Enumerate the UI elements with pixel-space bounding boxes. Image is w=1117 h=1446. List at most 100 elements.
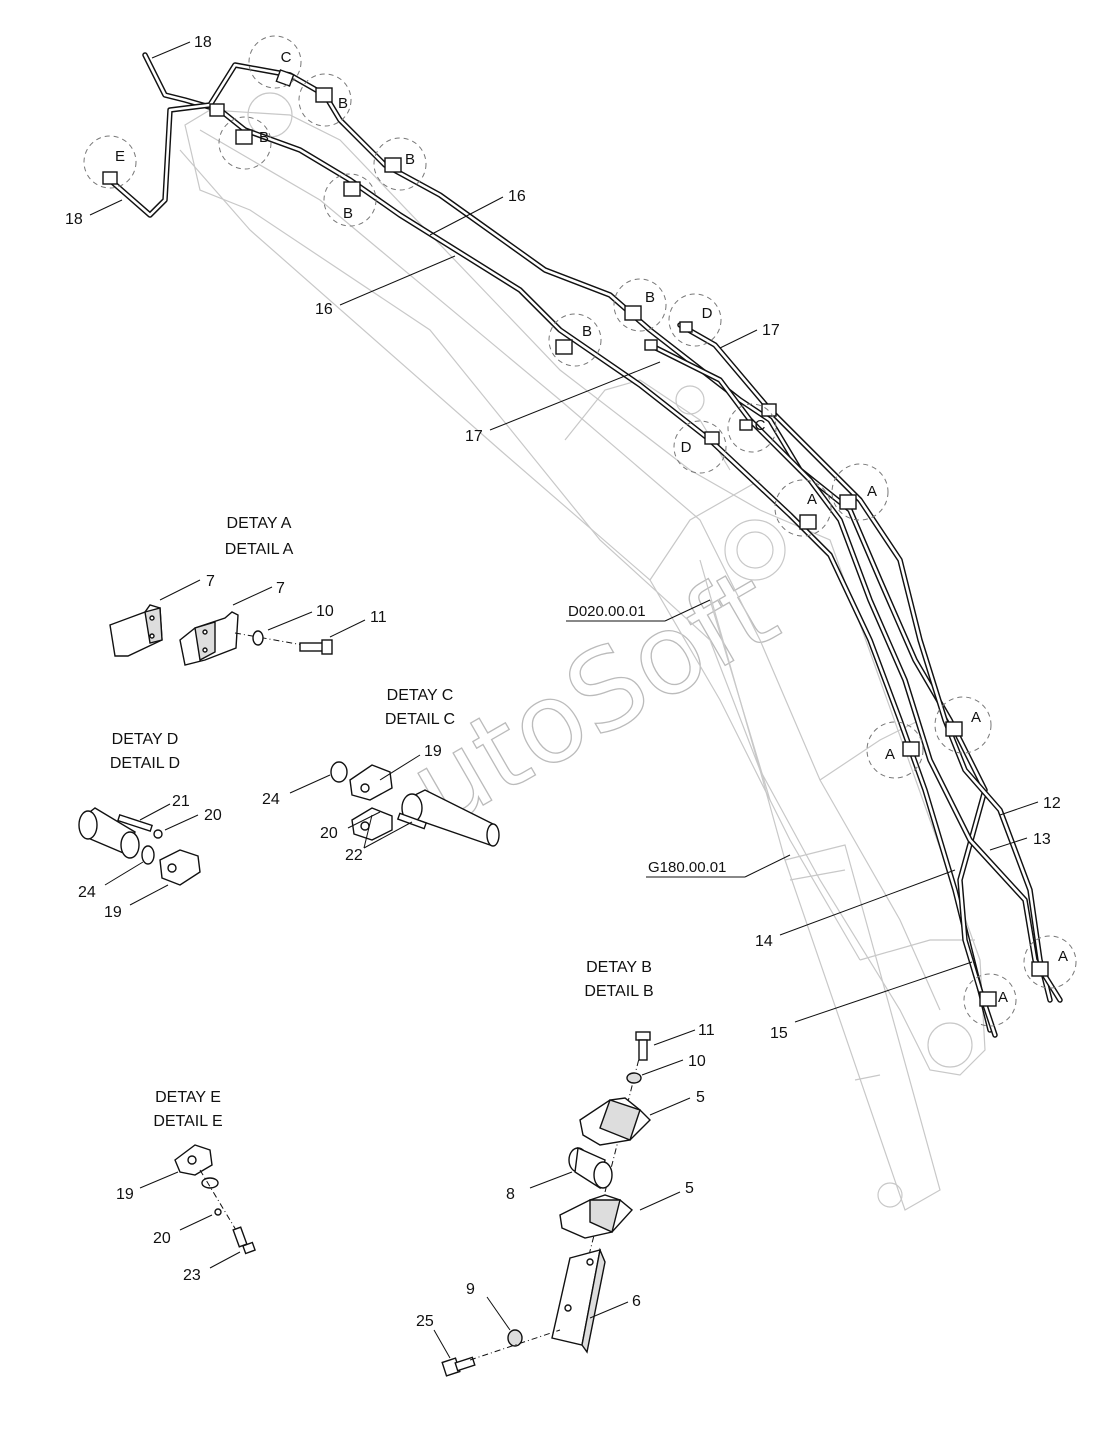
bracket-6-b: [551, 1247, 606, 1354]
callout-13: 13: [1033, 831, 1051, 848]
pipe-clamps: [102, 69, 1049, 1007]
main-callouts: 18 18 16 16 17 17 12 13 14 15: [65, 34, 1061, 1042]
o-ring-e: [201, 1177, 219, 1189]
detail-circle-e: E: [83, 135, 137, 189]
callout-12: 12: [1043, 795, 1061, 812]
callout-7-left: 7: [206, 573, 215, 590]
callout-10-a: 10: [316, 603, 334, 620]
flange-half-19-e: [174, 1144, 213, 1176]
svg-text:B: B: [645, 289, 655, 306]
callout-24-c: 24: [262, 791, 280, 808]
callout-18-left: 18: [65, 211, 83, 228]
svg-text:A: A: [885, 746, 895, 763]
callout-19-d: 19: [104, 904, 122, 921]
svg-text:A: A: [1058, 948, 1068, 965]
callout-10-b: 10: [688, 1053, 706, 1070]
callout-16-upper: 16: [508, 188, 526, 205]
detail-a: DETAY A DETAIL A 7 7 10 11: [109, 515, 387, 666]
callout-19-e: 19: [116, 1186, 134, 1203]
detail-circle-b-2: B: [218, 116, 272, 170]
detail-circle-a-5: A: [1023, 935, 1077, 989]
detail-e-title-tr: DETAY E: [155, 1089, 221, 1106]
callout-5-lower: 5: [685, 1180, 694, 1197]
flange-half-19-d: [159, 849, 201, 886]
o-ring-24-d: [141, 845, 155, 865]
callout-25-b: 25: [416, 1313, 434, 1330]
svg-text:B: B: [405, 151, 415, 168]
boom-outline: [179, 92, 986, 1211]
detail-c: DETAY C DETAIL C 19 24 20 22: [262, 687, 500, 864]
detail-b-title-en: DETAIL B: [584, 983, 653, 1000]
flange-half-19-c: [349, 764, 393, 841]
clamp-part-7-left: [109, 604, 163, 657]
detail-e-title-en: DETAIL E: [153, 1113, 222, 1130]
washer-20-e: [214, 1208, 222, 1216]
svg-text:D: D: [681, 439, 692, 456]
detail-circle-a-2: A: [831, 463, 889, 521]
callout-9-b: 9: [466, 1281, 475, 1298]
callout-14: 14: [755, 933, 773, 950]
callout-18-top: 18: [194, 34, 212, 51]
washer-10-b: [626, 1072, 642, 1084]
detail-circle-b-5: B: [613, 278, 667, 332]
ref-cylinder: G180.00.01: [648, 859, 726, 876]
hose-fitting-d: [78, 807, 140, 859]
callout-6-b: 6: [632, 1293, 641, 1310]
pipe-17-b: [647, 342, 1063, 1003]
callout-20-e: 20: [153, 1230, 171, 1247]
detail-circle-b-3: B: [373, 137, 427, 191]
detail-d-title-en: DETAIL D: [110, 755, 180, 772]
callout-5-upper: 5: [696, 1089, 705, 1106]
callout-21-d: 21: [172, 793, 190, 810]
detail-circle-a-6: A: [963, 973, 1017, 1027]
detail-c-title-en: DETAIL C: [385, 711, 455, 728]
washer-9-b: [507, 1329, 523, 1347]
detail-circle-b-1: B: [298, 73, 352, 127]
o-ring-24-c: [330, 761, 348, 783]
bolt-11-a: [299, 639, 333, 655]
callout-17-lower: 17: [465, 428, 483, 445]
svg-text:C: C: [281, 49, 292, 66]
detail-a-title-tr: DETAY A: [227, 515, 292, 532]
detail-b: DETAY B DETAIL B: [416, 959, 715, 1377]
detail-circle-d-2: D: [673, 420, 727, 474]
callout-15: 15: [770, 1025, 788, 1042]
bolt-22-c: [396, 812, 428, 830]
detail-circle-b-4: B: [323, 173, 377, 227]
svg-text:C: C: [755, 417, 766, 434]
washer-20-d: [153, 829, 163, 839]
callout-16-lower: 16: [315, 301, 333, 318]
callout-11-a: 11: [370, 609, 387, 626]
detail-circle-a-1: A: [774, 479, 832, 537]
svg-text:D: D: [702, 305, 713, 322]
detail-circle-c-1: C: [248, 35, 302, 89]
washer-10-a: [252, 630, 264, 646]
svg-text:A: A: [998, 989, 1008, 1006]
callout-24-d: 24: [78, 884, 96, 901]
detail-e: DETAY E DETAIL E 19 20 23: [116, 1089, 256, 1284]
detail-circle-a-4: A: [866, 721, 924, 779]
callout-11-b: 11: [698, 1022, 715, 1039]
bolt-11-b: [635, 1031, 651, 1061]
svg-text:B: B: [343, 205, 353, 222]
hose-fitting-c: [401, 789, 500, 847]
callout-19-c: 19: [424, 743, 442, 760]
pipe-16-upper: [142, 52, 993, 1033]
svg-text:B: B: [338, 95, 348, 112]
clamp-5-lower: [559, 1194, 634, 1239]
reference-labels: D020.00.01 G180.00.01: [566, 599, 791, 878]
detail-d-title-tr: DETAY D: [112, 731, 179, 748]
detail-circles: C B B E B B B B D C D A A A A A A: [83, 35, 1077, 1027]
svg-text:A: A: [807, 491, 817, 508]
detail-a-title-en: DETAIL A: [225, 541, 294, 558]
clamp-part-7-right: [179, 611, 239, 666]
detail-circle-d-1: D: [668, 293, 722, 347]
callout-8-b: 8: [506, 1186, 515, 1203]
bushing-8-b: [568, 1146, 613, 1190]
clamp-5-upper: [579, 1097, 651, 1146]
ref-boom: D020.00.01: [568, 603, 646, 620]
svg-text:A: A: [867, 483, 877, 500]
callout-20-d: 20: [204, 807, 222, 824]
svg-text:E: E: [115, 148, 125, 165]
bolt-21-d: [117, 814, 153, 832]
